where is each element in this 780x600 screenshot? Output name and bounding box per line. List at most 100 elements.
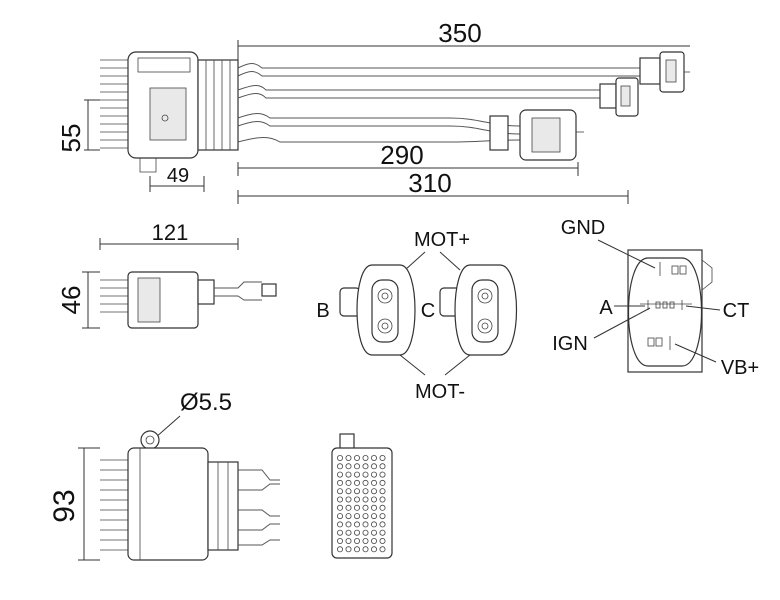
pin-hole <box>353 546 360 553</box>
dim-hole-diameter: Ø5.5 <box>180 389 232 416</box>
pin-hole <box>345 538 352 545</box>
harness-wires <box>237 63 640 143</box>
pin-hole <box>336 479 343 486</box>
small-connector-2 <box>599 77 639 117</box>
pin-hole <box>353 538 360 545</box>
label-vb-plus: VB+ <box>721 357 759 379</box>
pin-hole <box>370 471 377 478</box>
pin-hole <box>362 538 369 545</box>
pin-hole <box>345 521 352 528</box>
small-connector-1 <box>639 51 690 93</box>
pin-hole <box>345 496 352 503</box>
pin-hole <box>370 496 377 503</box>
dim-length-long: 310 <box>408 168 451 198</box>
dim-height-top: 55 <box>56 124 86 153</box>
label-mot-minus: MOT- <box>415 381 465 403</box>
pin-hole <box>353 471 360 478</box>
pin-hole <box>379 488 386 495</box>
pin-hole <box>379 513 386 520</box>
pin-hole <box>336 546 343 553</box>
pin-hole <box>336 471 343 478</box>
pin-hole <box>336 454 343 461</box>
pin-hole <box>370 504 377 511</box>
pin-hole <box>353 488 360 495</box>
pin-hole <box>345 488 352 495</box>
pin-hole <box>362 513 369 520</box>
pin-hole <box>370 538 377 545</box>
top-view-assembly: 350 55 49 290 310 <box>56 18 690 204</box>
pin-hole <box>353 521 360 528</box>
pin-hole <box>370 513 377 520</box>
label-gnd: GND <box>561 217 605 239</box>
motor-connector-top <box>489 109 584 161</box>
pin-hole <box>345 471 352 478</box>
pin-hole <box>362 546 369 553</box>
pin-hole <box>362 479 369 486</box>
pin-hole <box>370 546 377 553</box>
pin-hole <box>379 504 386 511</box>
pin-hole <box>336 488 343 495</box>
pin-hole <box>362 496 369 503</box>
dim-length-mid: 290 <box>380 140 423 170</box>
dim-connector-depth: 49 <box>167 165 189 187</box>
pin-hole <box>336 504 343 511</box>
pin-hole <box>353 529 360 536</box>
pin-hole <box>379 463 386 470</box>
pin-hole <box>362 463 369 470</box>
pin-hole <box>362 471 369 478</box>
pin-hole <box>353 479 360 486</box>
dim-side-width: 121 <box>152 220 189 245</box>
pin-hole <box>353 513 360 520</box>
pin-hole <box>336 538 343 545</box>
pin-hole <box>379 521 386 528</box>
pin-hole <box>362 521 369 528</box>
label-ct: CT <box>723 300 750 322</box>
pin-hole <box>345 463 352 470</box>
pin-hole <box>379 496 386 503</box>
pin-hole <box>379 546 386 553</box>
control-connector-pinout: GND A CT IGN VB+ <box>552 217 759 379</box>
top-view-pins <box>100 59 130 149</box>
pin-hole <box>370 529 377 536</box>
pin-hole <box>345 479 352 486</box>
pin-hole <box>336 496 343 503</box>
dim-front-height: 93 <box>48 489 81 522</box>
label-pin-b: B <box>316 300 329 322</box>
pin-hole <box>345 529 352 536</box>
pin-hole <box>370 463 377 470</box>
pin-hole <box>370 479 377 486</box>
motor-connector-pinout: MOT+ B C MOT- <box>316 229 518 403</box>
pin-hole <box>370 521 377 528</box>
pin-hole <box>362 454 369 461</box>
label-pin-c: C <box>421 300 435 322</box>
pin-hole <box>370 454 377 461</box>
pin-hole <box>353 454 360 461</box>
pin-hole <box>336 529 343 536</box>
pin-hole <box>379 454 386 461</box>
pin-hole <box>379 471 386 478</box>
pin-hole <box>379 529 386 536</box>
dim-overall-length: 350 <box>438 18 481 48</box>
pin-hole <box>336 513 343 520</box>
pin-hole <box>353 496 360 503</box>
pin-grid-view <box>331 433 393 559</box>
pin-hole <box>345 546 352 553</box>
pin-hole <box>362 504 369 511</box>
harness-connector-block <box>197 59 239 151</box>
pin-hole <box>336 463 343 470</box>
pin-hole <box>370 488 377 495</box>
pin-hole <box>345 513 352 520</box>
label-a: A <box>599 297 613 319</box>
front-view-assembly: Ø5.5 93 <box>48 389 280 561</box>
pin-hole <box>353 463 360 470</box>
pin-hole <box>379 538 386 545</box>
pin-hole <box>362 529 369 536</box>
pin-hole <box>362 488 369 495</box>
pin-hole <box>345 504 352 511</box>
side-view-assembly: 121 46 <box>56 220 277 329</box>
label-mot-plus: MOT+ <box>414 229 470 251</box>
pin-hole <box>353 504 360 511</box>
pin-hole <box>345 454 352 461</box>
dim-side-height: 46 <box>56 286 86 315</box>
